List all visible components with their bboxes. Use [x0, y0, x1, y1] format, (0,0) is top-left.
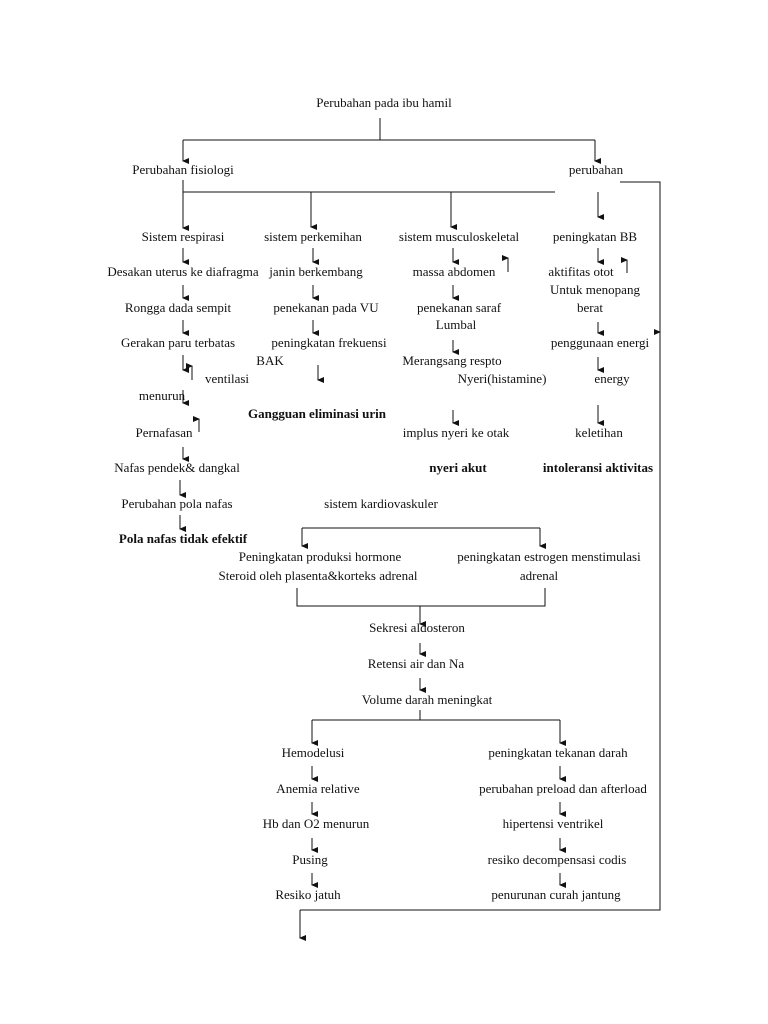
root-title: Perubahan pada ibu hamil: [316, 95, 452, 110]
hemo-step-3: Hb dan O2 menurun: [262, 816, 370, 831]
kemih-step-4: BAK: [256, 353, 284, 368]
hemo-step-4: Pusing: [292, 852, 328, 867]
perubahan-fisiologi-label: Perubahan fisiologi: [132, 162, 234, 177]
perubahan-label: perubahan: [568, 162, 624, 177]
tekanan-step-4: resiko decompensasi codis: [487, 852, 627, 867]
kardio-right-line1: peningkatan estrogen menstimulasi: [457, 549, 641, 564]
hemo-step-5: Resiko jatuh: [275, 887, 341, 902]
bb-step-6: keletihan: [575, 425, 623, 440]
tekanan-step-2: perubahan preload dan afterload: [479, 781, 647, 796]
tekanan-step-3: hipertensi ventrikel: [502, 816, 604, 831]
connector-41: [296, 588, 546, 607]
volume-darah: Volume darah meningkat: [361, 692, 493, 707]
bb-step-5: energy: [594, 371, 630, 386]
kardio-left-line1: Peningkatan produksi hormone: [238, 549, 402, 564]
resp-step-3: Gerakan paru terbatas: [120, 335, 236, 350]
resp-step-8: Perubahan pola nafas: [121, 496, 233, 511]
hemo-step-1: Hemodelusi: [281, 745, 345, 760]
sistem-kardiovaskuler: sistem kardiovaskuler: [324, 496, 438, 511]
musculo-step-5: Nyeri(histamine): [457, 371, 547, 386]
sistem-musculoskeletal: sistem musculoskeletal: [398, 229, 520, 244]
musculo-step-1: massa abdomen: [412, 264, 496, 279]
sistem-perkemihan: sistem perkemihan: [264, 229, 362, 244]
diagnosis-intoleransi-aktivitas: intoleransi aktivitas: [542, 460, 654, 475]
kardio-right-line2: adrenal: [519, 568, 559, 583]
resp-step-7: Nafas pendek& dangkal: [114, 460, 240, 475]
resp-step-6: Pernafasan: [135, 425, 193, 440]
tekanan-step-5: penurunan curah jantung: [491, 887, 621, 902]
connector-11: [300, 181, 661, 911]
musculo-step-4: Merangsang respto: [402, 353, 502, 368]
tekanan-step-1: peningkatan tekanan darah: [488, 745, 628, 760]
resp-step-4: ventilasi: [204, 371, 250, 386]
resp-step-1: Desakan uterus ke diafragma: [107, 264, 259, 279]
resp-step-2: Rongga dada sempit: [124, 300, 232, 315]
musculo-step-6: implus nyeri ke otak: [402, 425, 510, 440]
diagnosis-nyeri-akut: nyeri akut: [429, 460, 487, 475]
sekresi-aldosteron: Sekresi aldosteron: [369, 620, 465, 635]
diagnosis-pola-nafas: Pola nafas tidak efektif: [118, 531, 248, 546]
hemo-step-2: Anemia relative: [276, 781, 360, 796]
diagnosis-gangguan-eliminasi: Gangguan eliminasi urin: [248, 406, 386, 421]
peningkatan-bb: peningkatan BB: [552, 229, 638, 244]
bb-step-2: Untuk menopang: [550, 282, 640, 297]
kemih-step-3: peningkatan frekuensi: [271, 335, 387, 350]
kardio-left-line2: Steroid oleh plasenta&korteks adrenal: [218, 568, 418, 583]
bb-step-4: penggunaan energi: [550, 335, 650, 350]
resp-step-5: menurun: [138, 388, 186, 403]
retensi-air: Retensi air dan Na: [367, 656, 465, 671]
bb-step-1: aktifitas otot: [548, 264, 614, 279]
bb-step-3: berat: [577, 300, 603, 315]
kemih-step-2: penekanan pada VU: [273, 300, 379, 315]
kemih-step-1: janin berkembang: [269, 264, 363, 279]
musculo-step-3: Lumbal: [435, 317, 477, 332]
sistem-respirasi: Sistem respirasi: [141, 229, 225, 244]
musculo-step-2: penekanan saraf: [416, 300, 502, 315]
